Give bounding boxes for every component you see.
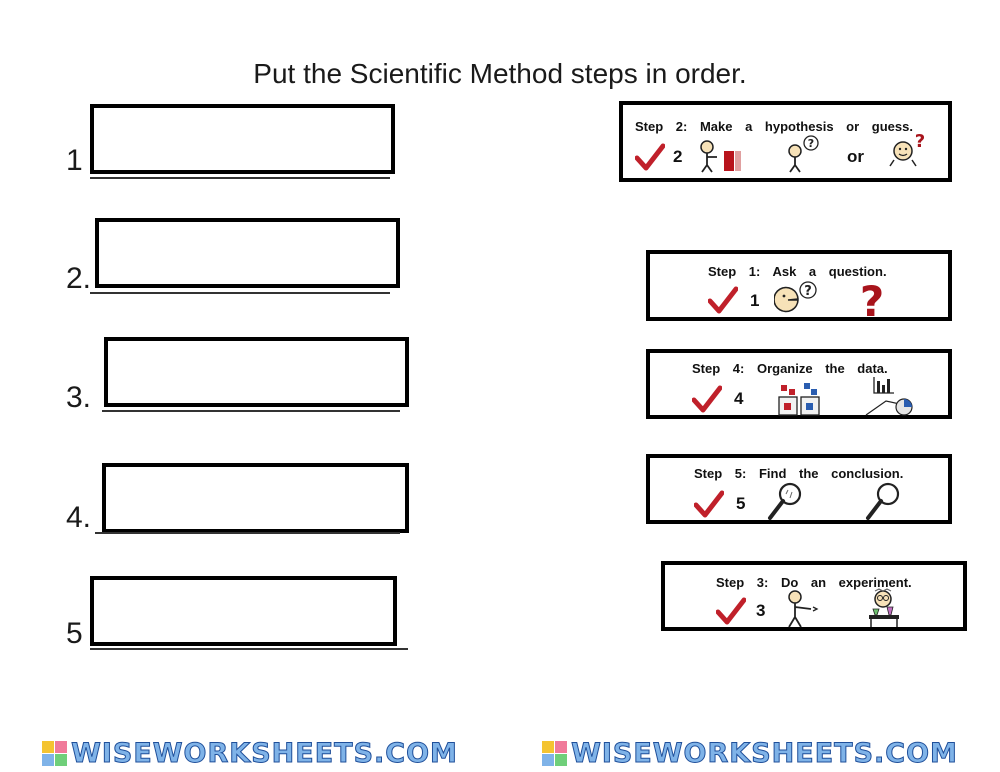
card-label: Step 1: Ask a question. xyxy=(708,264,887,279)
card-step-2[interactable]: Step 2: Make a hypothesis or guess. 2 ? … xyxy=(619,101,952,182)
slot-number: 5 xyxy=(66,617,83,650)
check-mark-icon xyxy=(716,597,746,625)
card-label: Step 3: Do an experiment. xyxy=(716,575,912,590)
scientist-icon xyxy=(869,588,899,627)
person-reading-icon xyxy=(700,140,741,173)
svg-text:?: ? xyxy=(915,133,925,152)
card-number: 4 xyxy=(734,389,744,408)
drop-target-1[interactable] xyxy=(90,104,395,174)
question-mark-icon: ? xyxy=(860,278,884,320)
card-label: Step 4: Organize the data. xyxy=(692,361,888,376)
card-number: 2 xyxy=(673,147,683,166)
svg-text:?: ? xyxy=(860,278,884,320)
svg-text:?: ? xyxy=(804,284,812,299)
card-step-3[interactable]: Step 3: Do an experiment. 3 xyxy=(661,561,967,631)
card-step-5[interactable]: Step 5: Find the conclusion. 5 xyxy=(646,454,952,524)
drop-target-2[interactable] xyxy=(95,218,400,288)
slot-number: 3. xyxy=(66,381,92,414)
magnifying-glass-icon xyxy=(866,482,900,520)
check-mark-icon xyxy=(694,490,724,518)
answer-line xyxy=(90,648,408,650)
site-logo: WISEWORKSHEETS.COM xyxy=(542,737,958,769)
logo-text: WISEWORKSHEETS.COM xyxy=(71,737,458,769)
drop-target-5[interactable] xyxy=(90,576,397,646)
slot-number: 4. xyxy=(66,501,92,534)
check-mark-icon xyxy=(708,286,738,314)
logo-mark-icon xyxy=(542,740,568,766)
site-logo: WISEWORKSHEETS.COM xyxy=(42,737,458,769)
chart-icon xyxy=(865,377,913,416)
drop-target-3[interactable] xyxy=(104,337,409,407)
thinking-person-icon: ? xyxy=(788,135,819,173)
answer-line xyxy=(90,292,390,294)
svg-text:?: ? xyxy=(808,137,814,150)
card-number: 5 xyxy=(736,494,746,513)
check-mark-icon xyxy=(692,385,722,413)
sorting-bins-icon xyxy=(778,383,820,416)
card-number: 3 xyxy=(756,601,766,620)
guessing-person-icon: ? xyxy=(889,133,925,167)
asking-face-icon: ? xyxy=(774,281,817,313)
page-title: Put the Scientific Method steps in order… xyxy=(253,58,747,89)
slot-number: 1 xyxy=(66,144,83,177)
answer-line xyxy=(102,410,400,412)
answer-line xyxy=(95,532,400,534)
card-number: 1 xyxy=(750,291,760,310)
check-mark-icon xyxy=(635,143,665,171)
logo-mark-icon xyxy=(42,740,68,766)
person-doing-icon xyxy=(788,590,819,628)
slot-number: 2. xyxy=(66,262,92,295)
card-label: Step 5: Find the conclusion. xyxy=(694,466,904,481)
logo-text: WISEWORKSHEETS.COM xyxy=(571,737,958,769)
card-step-4[interactable]: Step 4: Organize the data. 4 xyxy=(646,349,952,419)
answer-line xyxy=(90,177,390,179)
or-label: or xyxy=(847,147,864,166)
magnifying-glass-icon xyxy=(768,482,802,520)
footer-watermark: WISEWORKSHEETS.COM WISEWORKSHEETS.COM xyxy=(0,734,1000,772)
card-label: Step 2: Make a hypothesis or guess. xyxy=(635,119,913,134)
card-step-1[interactable]: Step 1: Ask a question. 1 ? ? xyxy=(646,250,952,321)
drop-target-4[interactable] xyxy=(102,463,409,533)
